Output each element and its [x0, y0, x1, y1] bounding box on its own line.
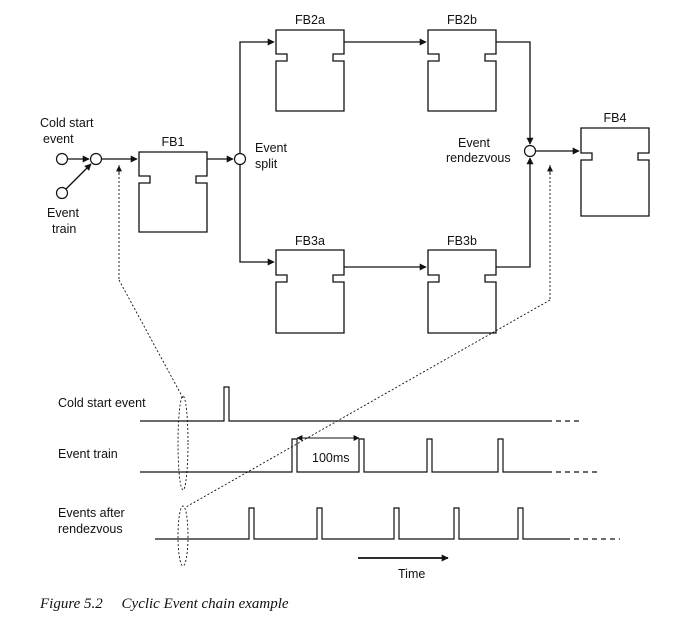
fb1-block	[138, 151, 208, 233]
event-train-source-node	[55, 186, 69, 200]
events-after-label-line1: Events after	[58, 506, 125, 520]
input-events-ellipse	[177, 395, 189, 491]
fb4-label: FB4	[604, 111, 627, 125]
fb2b-to-rendezvous-arrow	[496, 41, 534, 145]
cold-start-label-line2: event	[43, 132, 74, 146]
event-train-signal	[140, 438, 552, 473]
fb1-label: FB1	[162, 135, 185, 149]
split-to-fb2a-arrow	[239, 38, 275, 153]
cold-start-label-line1: Cold start	[40, 116, 94, 130]
merge-node	[89, 152, 103, 166]
rendezvous-label-line1: Event	[458, 136, 490, 150]
fb3a-label: FB3a	[295, 234, 325, 248]
output-events-ellipse	[177, 505, 189, 567]
fb2b-block	[427, 29, 497, 112]
event-split-label-line2: split	[255, 157, 278, 171]
split-to-fb3a-arrow	[239, 165, 275, 266]
fb2a-label: FB2a	[295, 13, 325, 27]
fb3b-to-rendezvous-arrow	[496, 157, 534, 268]
event-split-node	[233, 152, 247, 166]
event-train-label-line1: Event	[47, 206, 79, 220]
events-after-rendezvous-signal	[155, 507, 570, 540]
event-train-arrow	[65, 163, 92, 190]
fb3b-label: FB3b	[447, 234, 477, 248]
event-split-label-line1: Event	[255, 141, 287, 155]
cold-start-source-node	[55, 152, 69, 166]
figure-title: Cyclic Event chain example	[121, 596, 289, 612]
cold-start-reference-diagonal	[118, 279, 184, 399]
fb3b-block	[427, 249, 497, 334]
time-label: Time	[398, 567, 425, 581]
figure-caption: Figure 5.2 Cyclic Event chain example	[40, 596, 289, 613]
events-after-label-line2: rendezvous	[58, 522, 123, 536]
fb4-block	[580, 127, 650, 217]
rendezvous-label-line2: rendezvous	[446, 151, 511, 165]
rendezvous-node	[523, 144, 537, 158]
period-label: 100ms	[312, 451, 350, 465]
cold-start-signal	[140, 386, 552, 422]
fb2b-label: FB2b	[447, 13, 477, 27]
event-train-label-line2: train	[52, 222, 76, 236]
figure-number: Figure 5.2	[40, 596, 103, 612]
cold-start-timing-label: Cold start event	[58, 396, 146, 410]
fb3a-block	[275, 249, 345, 334]
fb2a-block	[275, 29, 345, 112]
event-train-timing-label: Event train	[58, 447, 118, 461]
